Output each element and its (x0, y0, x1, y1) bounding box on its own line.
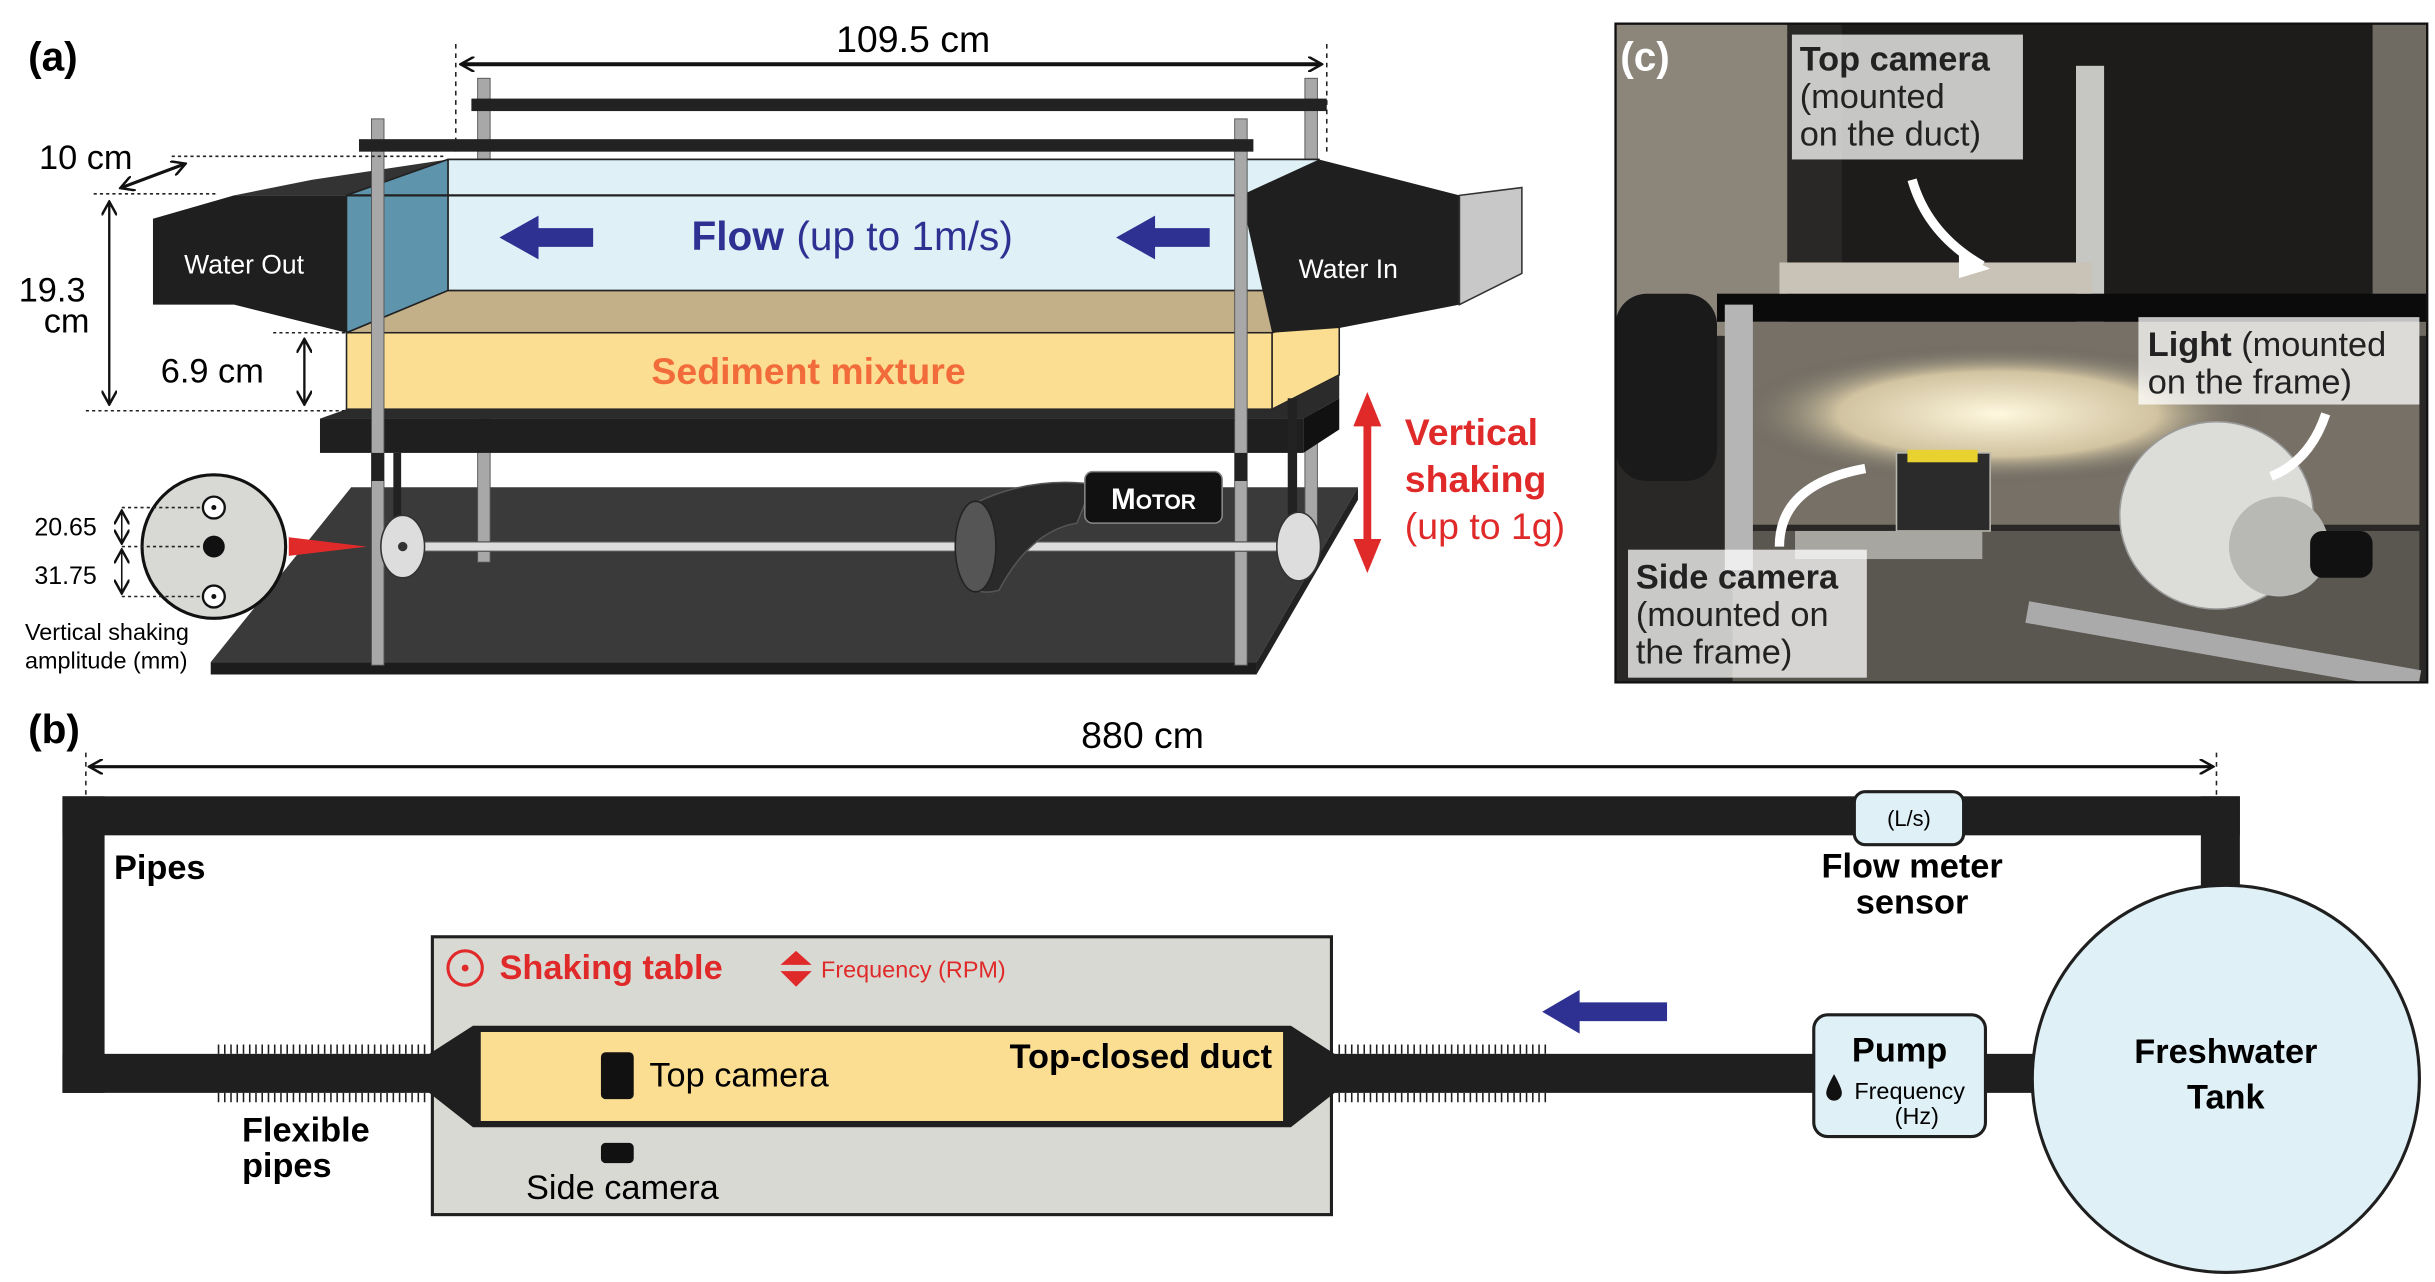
flow-label: Flow (up to 1m/s) (691, 213, 1012, 259)
sediment-label: Sediment mixture (651, 350, 965, 392)
flow-meter-unit: (L/s) (1887, 806, 1931, 831)
length-label: 109.5 cm (836, 18, 990, 60)
panel-b: (b) 880 cm Shaking table Frequency (RPM)… (28, 706, 2421, 1274)
panel-b-label: (b) (28, 706, 80, 752)
pointer-triangle-icon (288, 537, 367, 556)
flexible-pipes-label-2: pipes (242, 1147, 332, 1185)
top-camera-label: Top camera (649, 1057, 829, 1095)
flow-arrow-right-icon (1116, 215, 1210, 260)
drive-shaft (402, 541, 1300, 552)
amplitude-2: 31.75 (34, 562, 96, 590)
front-crossbar (359, 139, 1254, 152)
flow-meter-sensor (1852, 790, 1966, 847)
callout-top-camera-3: on the duct) (1800, 115, 1981, 153)
loop-length-label: 880 cm (1081, 714, 1204, 756)
width-label: 10 cm (39, 139, 132, 177)
callout-light-1: (mounted (2232, 326, 2387, 364)
width-dimension-arrow (122, 164, 184, 187)
front-rod-left (371, 118, 385, 666)
water-out-block (152, 195, 347, 333)
flow-label-detail: (up to 1m/s) (796, 213, 1012, 259)
pump-frequency-unit: (Hz) (1895, 1103, 1939, 1129)
frequency-up-icon (780, 950, 812, 965)
flexible-pipe-ribs (217, 1044, 1547, 1103)
pump-label: Pump (1852, 1032, 1947, 1070)
panel-c-photo: (c) Top camera (mounted on the duct) Lig… (1614, 22, 2429, 684)
pump (1812, 1013, 1988, 1139)
motor (1084, 470, 1223, 524)
cam-pulley-right (1276, 511, 1322, 582)
panel-a-label: (a) (28, 33, 78, 79)
amplitude-caption-1: Vertical shaking (25, 619, 189, 645)
shaking-line-1: Vertical (1405, 411, 1538, 453)
frequency-rpm-label: Frequency (RPM) (821, 956, 1006, 982)
water-channel (447, 158, 1320, 292)
belt-wheel (954, 500, 997, 593)
duct-label: Top-closed duct (1010, 1038, 1273, 1076)
panel-c-label: (c) (1620, 33, 1670, 79)
flexible-pipes-label-1: Flexible (242, 1111, 370, 1149)
shaking-line-2: shaking (1405, 458, 1547, 500)
height-label-1: 19.3 (19, 272, 86, 310)
top-camera-callout (1791, 34, 2023, 160)
base-plate (210, 487, 1358, 663)
flow-meter-label-2: sensor (1856, 883, 1969, 921)
back-crossbar (471, 98, 1327, 112)
callout-side-camera-3: the frame) (1636, 634, 1792, 672)
flow-label-bold: Flow (691, 213, 784, 259)
pipes (62, 796, 2240, 1093)
flow-arrow-left-icon (499, 215, 594, 260)
tank-label-2: Tank (2187, 1078, 2265, 1116)
freshwater-tank (2030, 883, 2421, 1274)
pump-frequency-label: Frequency (1854, 1078, 1965, 1104)
tank-label-1: Freshwater (2134, 1033, 2317, 1071)
pipes-label: Pipes (114, 849, 206, 887)
callout-light-2: on the frame) (2148, 364, 2352, 402)
sediment-depth-label: 6.9 cm (161, 353, 264, 391)
front-rod-right (1234, 118, 1248, 666)
panel-a: (a) 109.5 cm Water Out Sediment mixture … (19, 18, 1565, 675)
frequency-drop-icon (1826, 1074, 1842, 1101)
shaking-table-platform (319, 418, 1304, 453)
shaking-line-3: (up to 1g) (1405, 505, 1565, 547)
frequency-down-icon (780, 971, 812, 987)
amplitude-caption-2: amplitude (mm) (25, 647, 188, 673)
shaking-table-icon (446, 949, 484, 987)
flow-direction-arrow-icon (1542, 989, 1668, 1034)
sediment-mixture (345, 331, 1273, 410)
callout-top-camera-2: (mounted (1800, 78, 1945, 116)
side-camera-label: Side camera (526, 1169, 720, 1207)
callout-side-camera: Side camera (1636, 559, 1839, 597)
light-callout (2138, 317, 2420, 405)
side-camera-icon (600, 1142, 634, 1164)
top-camera-icon (600, 1052, 634, 1100)
shaking-table-label: Shaking table (499, 949, 722, 987)
height-label-2: cm (44, 303, 90, 341)
amplitude-1: 20.65 (34, 514, 96, 542)
callout-light-bold: Light (2148, 326, 2232, 364)
water-in-opening (1458, 186, 1523, 306)
flow-meter-label-1: Flow meter (1821, 847, 2002, 885)
callout-top-camera: Top camera (1800, 40, 1991, 78)
callout-light: Light (mounted (2148, 326, 2386, 364)
water-in-label: Water In (1299, 254, 1398, 284)
motor-label: Motor (1111, 483, 1196, 516)
water-out-label: Water Out (184, 249, 304, 279)
callout-side-camera-2: (mounted on (1636, 596, 1829, 634)
sediment-top-face (346, 289, 1342, 334)
water-in-block (1240, 159, 1460, 333)
side-camera-callout (1628, 549, 1867, 678)
